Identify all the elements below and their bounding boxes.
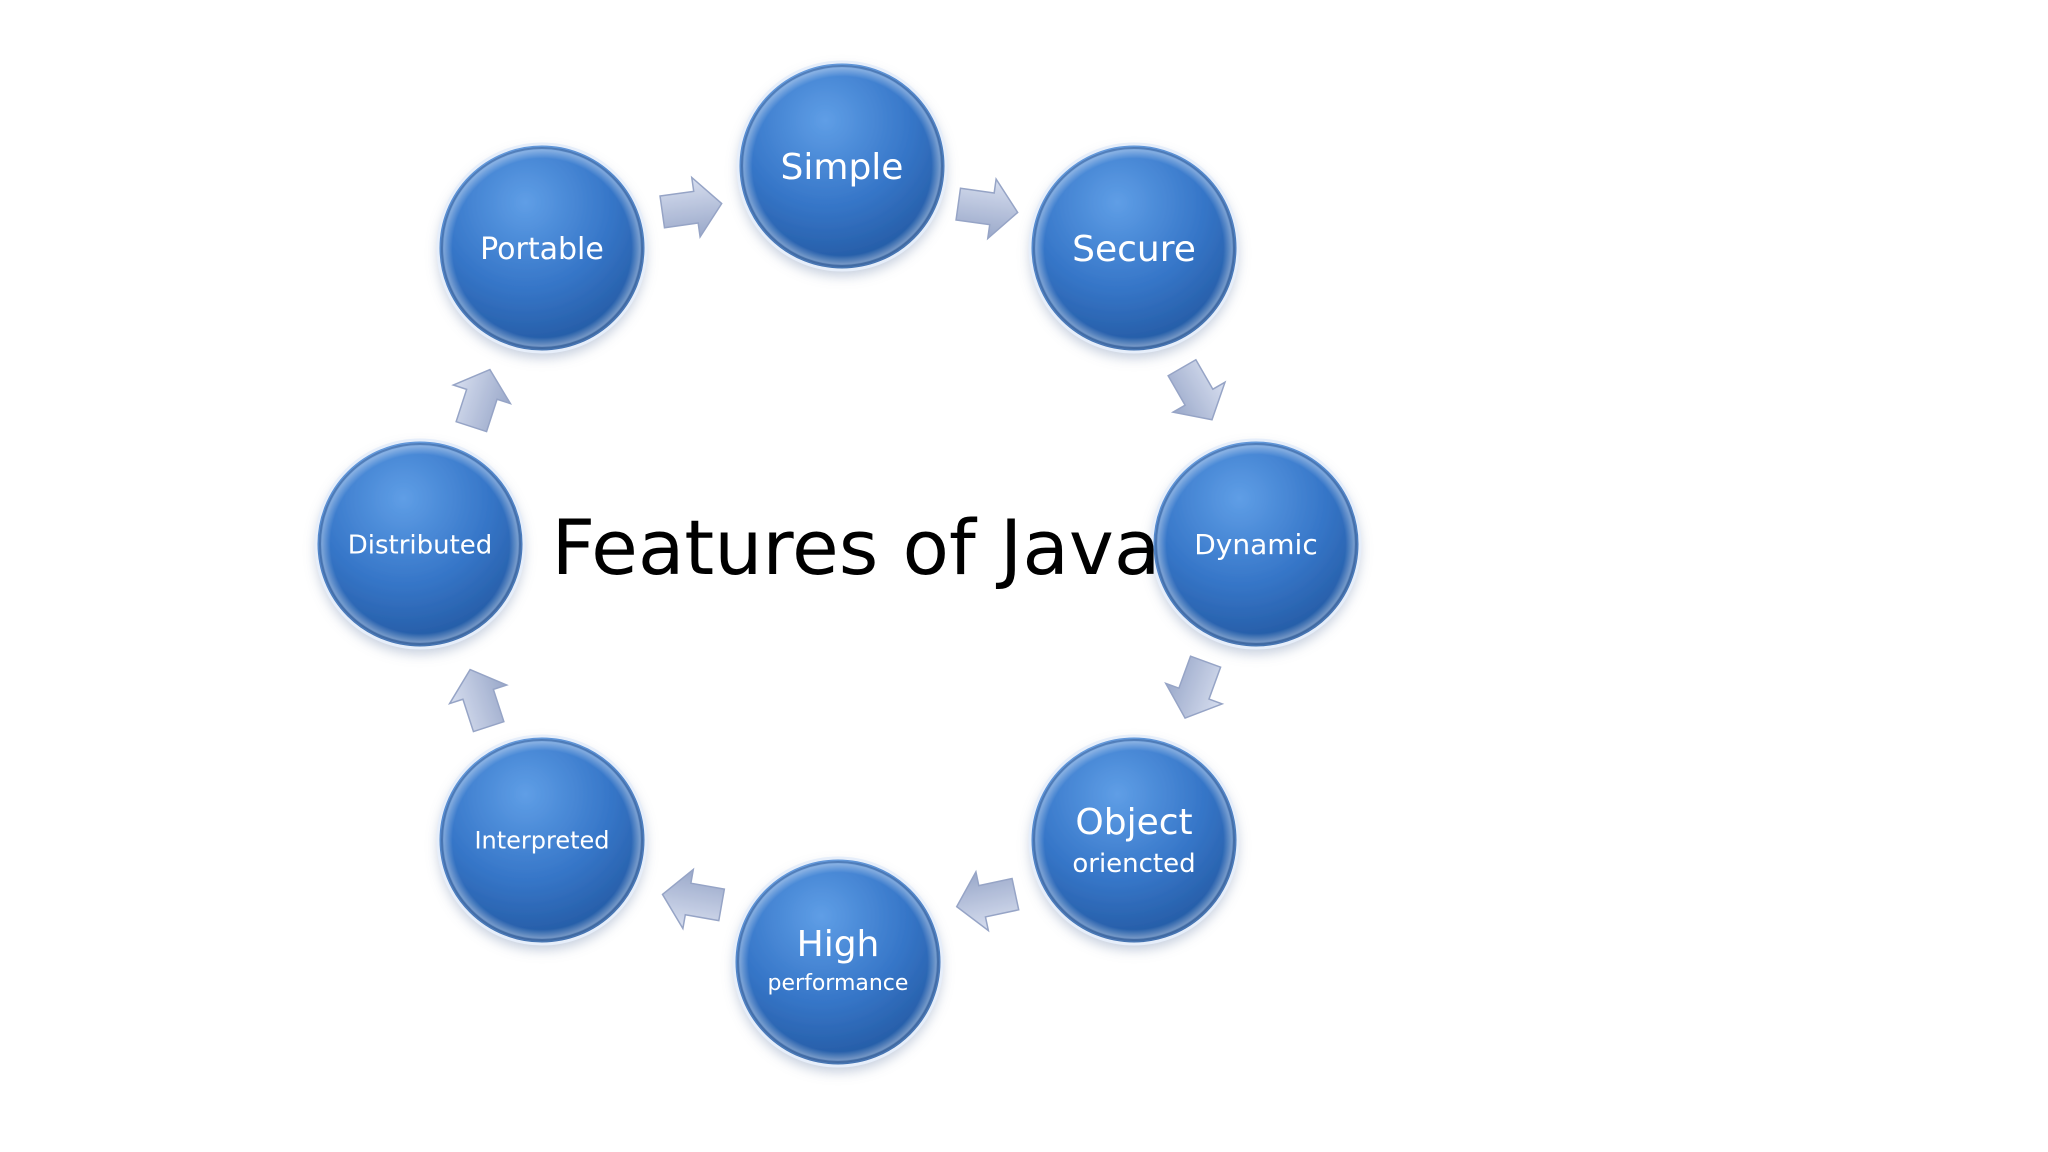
feature-label: Object xyxy=(1075,802,1192,843)
feature-node-simple: Simple xyxy=(736,60,948,272)
feature-node-object-oriented: Object oriencted xyxy=(1028,734,1240,946)
chevron-arrow-icon xyxy=(1167,358,1227,421)
feature-node-dynamic: Dynamic xyxy=(1150,438,1362,650)
feature-sublabel: oriencted xyxy=(1072,849,1195,879)
diagram-title: Features of Java xyxy=(552,503,1161,592)
chevron-arrow-icon xyxy=(447,668,509,733)
feature-label: Portable xyxy=(480,232,604,267)
feature-node-secure: Secure xyxy=(1028,142,1240,354)
feature-label: Distributed xyxy=(348,530,493,560)
feature-node-distributed: Distributed xyxy=(314,438,526,650)
feature-label: High xyxy=(797,924,880,965)
feature-label: Dynamic xyxy=(1194,528,1317,561)
feature-node-interpreted: Interpreted xyxy=(436,734,648,946)
chevron-arrow-icon xyxy=(955,869,1020,933)
chevron-arrow-icon xyxy=(659,175,723,239)
chevron-arrow-icon xyxy=(451,368,513,433)
feature-node-portable: Portable xyxy=(436,142,648,354)
feature-label: Simple xyxy=(781,147,904,188)
arrows-layer xyxy=(447,175,1227,933)
feature-sublabel: performance xyxy=(768,971,909,996)
feature-node-high-performance: High performance xyxy=(732,856,944,1068)
chevron-arrow-icon xyxy=(955,177,1019,241)
chevron-arrow-icon xyxy=(661,867,726,931)
feature-label: Interpreted xyxy=(474,827,609,855)
chevron-arrow-icon xyxy=(1164,655,1225,720)
feature-label: Secure xyxy=(1072,229,1196,270)
